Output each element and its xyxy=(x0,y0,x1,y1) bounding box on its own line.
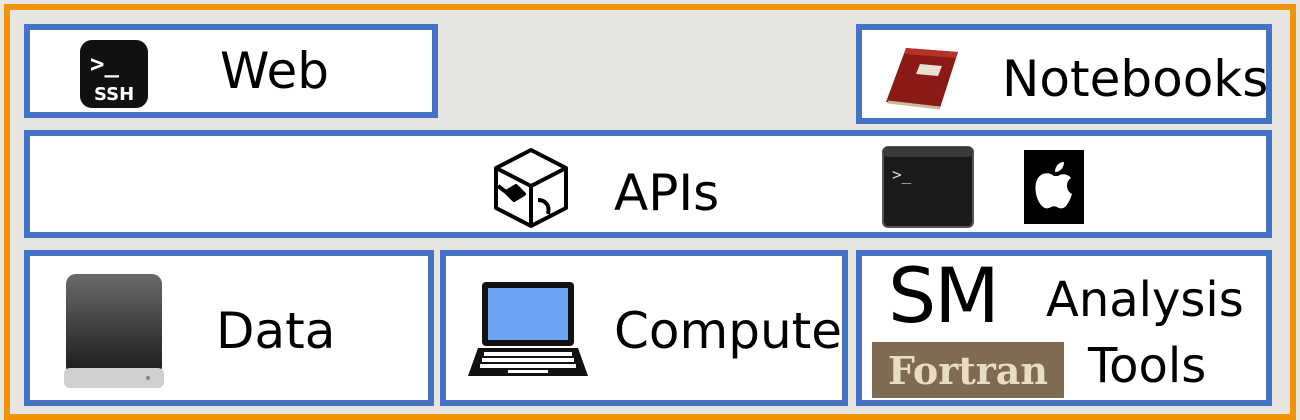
tools-label: Tools xyxy=(1088,338,1207,394)
terminal-icon: >_ xyxy=(882,146,974,228)
fortran-logo: Fortran xyxy=(872,342,1064,398)
web-label: Web xyxy=(220,42,330,100)
compute-label: Compute xyxy=(614,302,843,360)
analysis-label: Analysis xyxy=(1046,272,1244,328)
outer-frame xyxy=(4,4,1296,420)
notebook-icon xyxy=(884,46,960,110)
apis-box: APIs >_ xyxy=(24,130,1272,238)
ssh-label: SSH xyxy=(94,84,134,105)
laptop-icon xyxy=(468,278,588,382)
apis-label: APIs xyxy=(614,164,720,222)
apple-logo-icon xyxy=(1024,150,1084,224)
svg-text:>_: >_ xyxy=(892,165,912,184)
notebooks-label: Notebooks xyxy=(1002,50,1269,108)
api-cube-plug-icon xyxy=(492,146,570,230)
data-box: Data xyxy=(24,250,434,406)
data-label: Data xyxy=(216,302,336,360)
fortran-logo-text: Fortran xyxy=(887,347,1049,393)
ssh-terminal-icon: >_ SSH xyxy=(78,38,150,110)
web-box: >_ SSH Web xyxy=(24,24,438,118)
svg-text:>_: >_ xyxy=(90,50,119,78)
notebooks-box: Notebooks xyxy=(856,24,1272,124)
analysis-tools-box: SM Fortran Analysis Tools xyxy=(856,250,1272,406)
hard-drive-icon xyxy=(62,272,166,392)
sm-logo: SM xyxy=(888,251,1000,340)
compute-box: Compute xyxy=(440,250,848,406)
